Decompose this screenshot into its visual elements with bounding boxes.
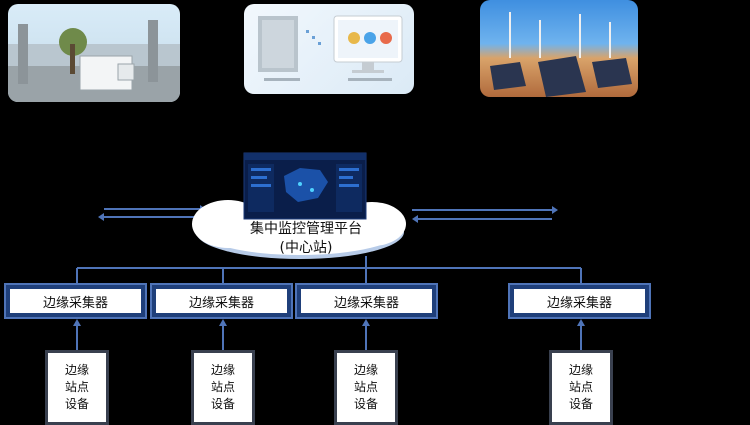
wind-solar-illustration bbox=[490, 12, 632, 97]
device-line: 设备 bbox=[353, 397, 378, 411]
collector-label: 边缘采集器 bbox=[42, 295, 108, 311]
device-arrow-4-head bbox=[577, 319, 585, 326]
edge-collector-3: 边缘采集器 bbox=[295, 283, 438, 319]
device-line: 边缘 bbox=[64, 363, 89, 377]
device-arrow-3-head bbox=[362, 319, 370, 326]
device-line: 边缘 bbox=[353, 363, 378, 377]
edge-site-device-1: 边缘 站点 设备 bbox=[45, 350, 109, 425]
edge-collector-2: 边缘采集器 bbox=[150, 283, 293, 319]
collector-label: 边缘采集器 bbox=[333, 295, 399, 311]
monitoring-screen bbox=[243, 152, 367, 220]
device-arrow-2-head bbox=[219, 319, 227, 326]
device-line: 设备 bbox=[210, 397, 235, 411]
device-line: 站点 bbox=[353, 380, 378, 394]
edge-site-device-2: 边缘 站点 设备 bbox=[191, 350, 255, 425]
collector-label: 边缘采集器 bbox=[546, 295, 612, 311]
outdoor-cabinet-illustration bbox=[8, 20, 180, 102]
cabinet-monitor-photo bbox=[244, 4, 414, 94]
device-line: 设备 bbox=[568, 397, 593, 411]
device-line: 站点 bbox=[210, 380, 235, 394]
device-line: 边缘 bbox=[210, 363, 235, 377]
left-arrow-lower-head bbox=[98, 213, 104, 221]
edge-site-device-4: 边缘 站点 设备 bbox=[549, 350, 613, 425]
right-arrow-upper-head bbox=[552, 206, 558, 214]
device-line: 站点 bbox=[568, 380, 593, 394]
device-line: 站点 bbox=[64, 380, 89, 394]
device-line: 边缘 bbox=[568, 363, 593, 377]
device-line: 设备 bbox=[64, 397, 89, 411]
device-arrow-1-head bbox=[73, 319, 81, 326]
edge-site-device-3: 边缘 站点 设备 bbox=[334, 350, 398, 425]
platform-title: 集中监控管理平台 bbox=[250, 221, 362, 237]
outdoor-cabinet-photo bbox=[8, 4, 180, 102]
wind-solar-photo bbox=[480, 0, 638, 97]
edge-collector-1: 边缘采集器 bbox=[4, 283, 147, 319]
right-arrow-lower-head bbox=[412, 215, 418, 223]
cabinet-monitor-illustration bbox=[258, 15, 403, 81]
collector-label: 边缘采集器 bbox=[188, 295, 254, 311]
edge-collector-4: 边缘采集器 bbox=[508, 283, 651, 319]
platform-subtitle: (中心站) bbox=[279, 240, 333, 256]
